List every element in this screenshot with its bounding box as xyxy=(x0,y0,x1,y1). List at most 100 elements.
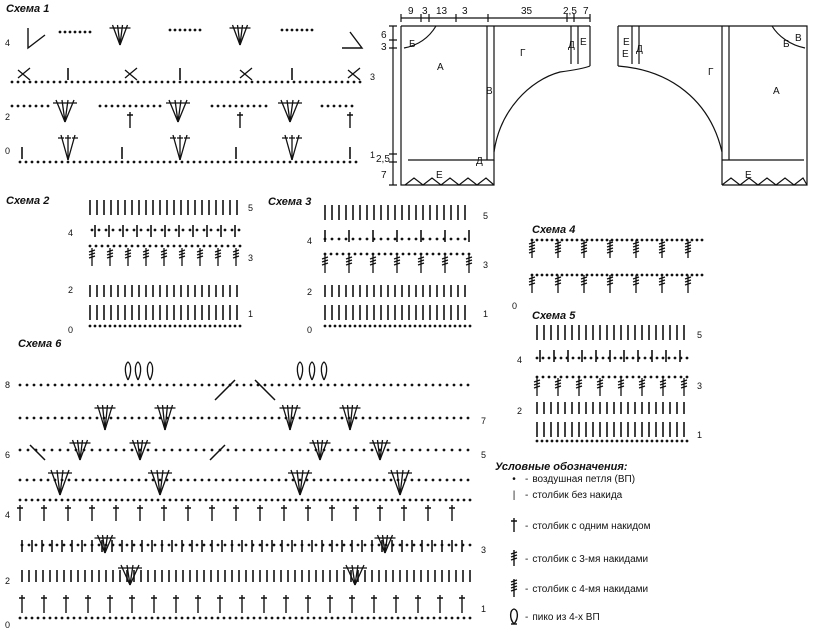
chain-stitch xyxy=(420,498,424,502)
chain-stitch xyxy=(16,104,20,108)
chain-stitch xyxy=(625,375,629,379)
chain-stitch xyxy=(304,80,308,84)
dim-13: 13 xyxy=(436,6,448,17)
chain-stitch xyxy=(282,616,286,620)
chain-stitch xyxy=(102,616,106,620)
s1-row-4: 4 xyxy=(5,38,11,48)
chain-stitch xyxy=(158,478,162,482)
chain-stitch xyxy=(270,616,274,620)
fan-stitch xyxy=(177,135,183,160)
chain-stitch xyxy=(193,416,197,420)
chain-stitch xyxy=(100,80,104,84)
double-crochet-stitch xyxy=(283,595,289,613)
chain-stitch xyxy=(263,416,267,420)
double-crochet-stitch xyxy=(173,595,179,613)
chain-stitch xyxy=(365,252,369,256)
chain-stitch xyxy=(294,160,298,164)
chain-stitch xyxy=(246,160,250,164)
s6-row-0: 0 xyxy=(5,620,11,630)
chain-stitch xyxy=(571,356,575,360)
chain-stitch xyxy=(445,383,449,387)
fan-stitch xyxy=(48,469,61,496)
fan-stitch xyxy=(170,134,181,161)
chain-stitch xyxy=(132,543,136,547)
chain-stitch xyxy=(122,448,126,452)
chain-stitch xyxy=(116,383,120,387)
chain-stitch xyxy=(348,498,352,502)
chain-stitch xyxy=(298,478,302,482)
chain-stitch xyxy=(560,273,564,277)
chain-stitch xyxy=(67,416,71,420)
chain-stitch xyxy=(425,252,429,256)
left-zigzag xyxy=(404,177,495,186)
chain-stitch xyxy=(291,383,295,387)
chain-stitch xyxy=(174,160,178,164)
chain-stitch xyxy=(146,228,150,232)
chain-stitch xyxy=(256,416,260,420)
chain-stitch xyxy=(160,80,164,84)
s1-row-3: 3 xyxy=(370,72,376,82)
chain-stitch xyxy=(338,448,342,452)
chain-stitch xyxy=(83,543,87,547)
chain-stitch xyxy=(124,244,128,248)
chain-stitch xyxy=(438,324,442,328)
chain-stitch xyxy=(46,104,50,108)
chain-stitch xyxy=(108,498,112,502)
picot-stitch xyxy=(296,361,304,381)
double-crochet-stitch xyxy=(127,112,133,128)
chain-stitch xyxy=(228,104,232,108)
chain-stitch xyxy=(39,478,43,482)
chain-stitch xyxy=(625,356,629,360)
chain-stitch xyxy=(178,28,182,32)
chain-stitch xyxy=(389,416,393,420)
chain-stitch xyxy=(359,252,363,256)
chain-stitch xyxy=(298,448,302,452)
double-crochet-stitch xyxy=(393,595,399,613)
chain-stitch xyxy=(28,80,32,84)
chain-stitch xyxy=(192,616,196,620)
chain-stitch xyxy=(202,244,206,248)
s1-row-0: 0 xyxy=(5,146,11,156)
chain-stitch xyxy=(695,238,699,242)
chain-stitch xyxy=(333,416,337,420)
s3-row-1: 1 xyxy=(483,309,489,319)
fan-stitch xyxy=(59,469,66,496)
chain-stitch xyxy=(550,238,554,242)
chain-stitch xyxy=(242,416,246,420)
chain-stitch xyxy=(50,448,54,452)
legend-text: столбик с 3-мя накидами xyxy=(532,554,649,565)
chain-stitch xyxy=(170,448,174,452)
double-crochet-stitch xyxy=(17,505,23,521)
chain-stitch xyxy=(246,498,250,502)
chain-stitch xyxy=(42,160,46,164)
chain-stitch xyxy=(102,383,106,387)
chain-stitch xyxy=(27,543,31,547)
double-crochet-stitch xyxy=(257,505,263,521)
chain-stitch xyxy=(389,478,393,482)
fan-stitch xyxy=(284,99,291,123)
fan-stitch xyxy=(343,564,356,586)
chain-stitch xyxy=(655,356,659,360)
chain-stitch xyxy=(577,375,581,379)
chain-stitch xyxy=(154,80,158,84)
treble-stitch xyxy=(632,240,640,258)
chain-stitch xyxy=(102,478,106,482)
chain-stitch xyxy=(264,498,268,502)
chain-stitch xyxy=(168,28,172,32)
fan-stitch xyxy=(349,404,356,431)
chain-stitch xyxy=(144,478,148,482)
chain-stitch xyxy=(466,383,470,387)
chain-stitch xyxy=(144,498,148,502)
s2-row-4: 4 xyxy=(68,228,74,238)
chain-stitch xyxy=(108,324,112,328)
chain-stitch xyxy=(143,324,147,328)
label-b-left: Б xyxy=(409,39,416,50)
chain-stitch xyxy=(324,498,328,502)
left-dim-ticks xyxy=(389,25,397,186)
chain-stitch xyxy=(158,324,162,328)
chain-stitch xyxy=(228,616,232,620)
fan-stitch xyxy=(289,99,296,123)
chain-stitch xyxy=(342,160,346,164)
chain-stitch xyxy=(675,439,679,443)
